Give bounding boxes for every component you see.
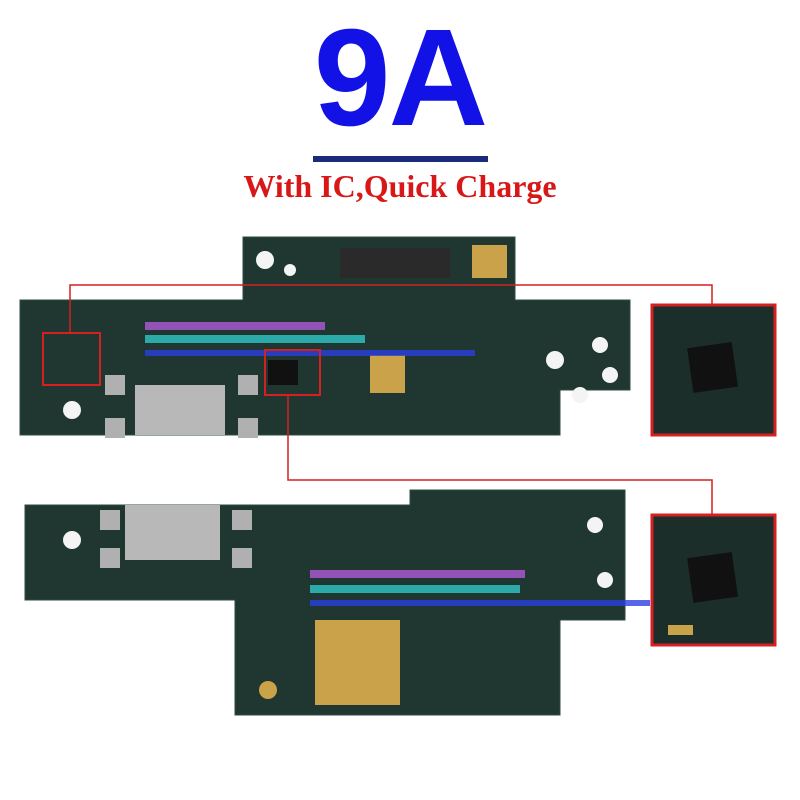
bottom-board-image xyxy=(24,489,650,716)
ic-highlight-box-1 xyxy=(42,332,101,386)
inset-closeup-top xyxy=(650,303,777,437)
connector-line-2 xyxy=(287,395,713,515)
connector-line-1 xyxy=(69,284,713,333)
inset-closeup-bottom xyxy=(650,513,777,647)
product-title: 9A xyxy=(313,1,488,155)
product-subtitle: With IC,Quick Charge xyxy=(243,168,557,204)
title-underline xyxy=(313,156,488,162)
top-board-image xyxy=(19,236,631,438)
ic-highlight-box-2 xyxy=(264,349,321,396)
